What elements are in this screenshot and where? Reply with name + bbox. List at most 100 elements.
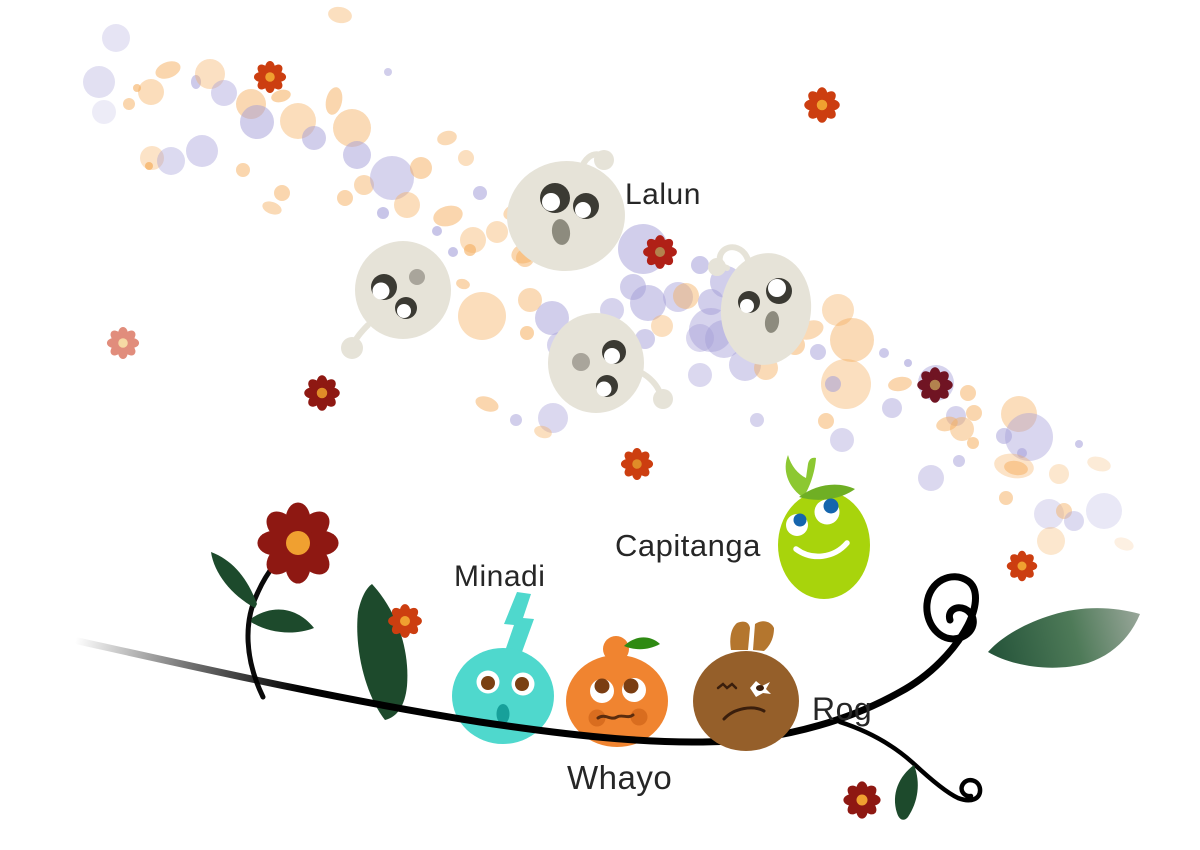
lalun-antenna (637, 369, 663, 396)
lalun-pupil (604, 348, 620, 364)
lalun-body (720, 253, 812, 365)
bokeh-dot (520, 326, 534, 340)
bokeh-dot (663, 282, 693, 312)
bokeh-dot (458, 292, 506, 340)
minadi-mouth (496, 704, 510, 724)
bokeh-dot (195, 59, 225, 89)
bokeh-dot (337, 190, 353, 206)
label-lalun: Lalun (625, 178, 701, 211)
bokeh-dot (1001, 396, 1037, 432)
lalun-pupil (768, 279, 786, 297)
bokeh-dot (994, 453, 1034, 479)
stem-leaf (211, 552, 257, 608)
bokeh-dot (1087, 456, 1111, 472)
flower-center (118, 338, 128, 348)
bokeh-dot (888, 376, 912, 392)
label-rog: Rog (812, 691, 872, 727)
flower (620, 447, 654, 481)
label-capitanga: Capitanga (615, 528, 761, 563)
flower (257, 502, 339, 584)
capitanga-hair-leaf (799, 484, 855, 500)
rog-mouth (722, 706, 766, 721)
bokeh-dot (155, 61, 181, 79)
bokeh-dot (651, 315, 673, 337)
scattered-flowers (106, 60, 1038, 819)
main-branch (74, 573, 979, 746)
minadi-pupil (515, 677, 529, 691)
rog-pupil (756, 685, 764, 691)
character-lalun-blob-left (341, 241, 451, 359)
bokeh-dot (473, 186, 487, 200)
bokeh-dot (145, 162, 153, 170)
flower (843, 781, 881, 819)
bokeh-dot (464, 244, 476, 256)
vine-branch-group (74, 573, 1140, 820)
bokeh-dot (236, 163, 250, 177)
bokeh-dot (410, 157, 432, 179)
flower (1006, 550, 1038, 582)
lalun-body (507, 160, 625, 272)
bokeh-dot (1034, 499, 1064, 529)
bokeh-dot (123, 98, 135, 110)
whayo-pupil (623, 678, 639, 694)
bokeh-dot (325, 87, 343, 115)
flower-center (286, 531, 310, 555)
bokeh-dot (1056, 503, 1072, 519)
bokeh-dot (328, 6, 352, 24)
bokeh-dot (458, 150, 474, 166)
bokeh-dot (384, 68, 392, 76)
bokeh-dot (966, 405, 982, 421)
bokeh-dot (157, 147, 185, 175)
capitanga-sprout (785, 455, 816, 496)
bokeh-dot (686, 324, 714, 352)
bokeh-dot (302, 126, 326, 150)
bokeh-dot (274, 185, 290, 201)
bokeh-dot (486, 221, 508, 243)
lalun-pupil (740, 299, 754, 313)
bokeh-dot (518, 288, 542, 312)
bokeh-dot (191, 75, 201, 89)
flower-center (1017, 561, 1027, 571)
bokeh-dot (456, 278, 470, 290)
bokeh-dot (1004, 460, 1028, 476)
whayo-leaf-stem (624, 637, 660, 650)
flower (643, 235, 677, 269)
bokeh-dot (1049, 464, 1069, 484)
bokeh-dot (437, 130, 457, 146)
stem-leaf (251, 609, 314, 633)
branch-leaf (894, 765, 918, 820)
lower-branch (837, 719, 983, 803)
bokeh-dot (1086, 493, 1122, 529)
bokeh-dot (510, 414, 522, 426)
bokeh-dot (918, 465, 944, 491)
bokeh-dot (904, 359, 912, 367)
flower (253, 60, 287, 94)
bokeh-dot (691, 256, 709, 274)
lalun-pupil (575, 202, 591, 218)
lalun-antenna-ball (653, 389, 673, 409)
bokeh-dot (211, 80, 237, 106)
bokeh-dot (825, 376, 841, 392)
flower (388, 604, 422, 638)
bokeh-dot (882, 398, 902, 418)
flower-center (655, 247, 665, 257)
bokeh-dot (960, 385, 976, 401)
bokeh-dot (879, 348, 889, 358)
bokeh-dot (262, 201, 282, 215)
flower-center (929, 379, 941, 391)
character-lalun-blob-bottom (548, 313, 673, 413)
bokeh-dot (810, 344, 826, 360)
capitanga-pupil (823, 498, 839, 514)
bokeh-dot (240, 105, 274, 139)
rog-closed-eye (716, 682, 738, 690)
bokeh-dot (138, 79, 164, 105)
lalun-antenna-ball (708, 258, 726, 276)
rog-body (693, 651, 799, 751)
bokeh-dot (448, 247, 458, 257)
bokeh-dot (343, 141, 371, 169)
bokeh-dot (271, 89, 291, 103)
bokeh-dot (821, 359, 871, 409)
bokeh-dot (534, 425, 552, 439)
bokeh-dot (999, 491, 1013, 505)
